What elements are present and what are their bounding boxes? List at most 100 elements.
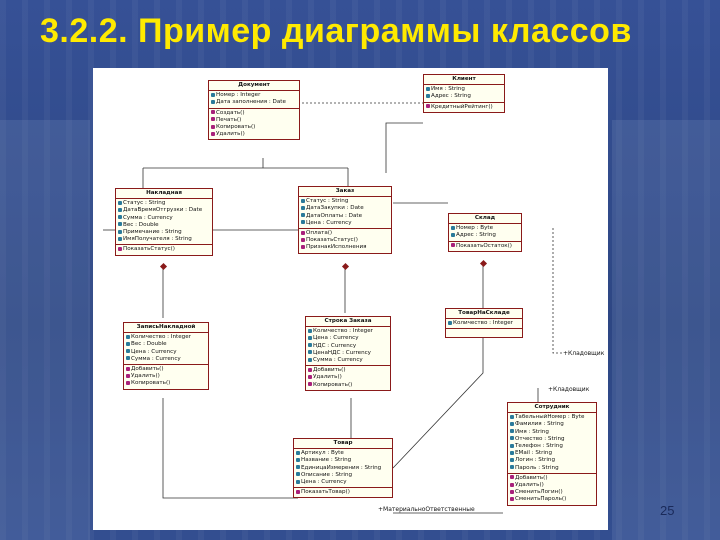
class-tovar[interactable]: Товар Артикул : Byte Название : String Е… bbox=[293, 438, 393, 498]
attribute-icon bbox=[451, 233, 455, 237]
operations-section: Добавить() Удалить() Копировать() bbox=[306, 366, 390, 390]
attribute-text: Статус : String bbox=[306, 198, 348, 204]
operation-text: Копировать() bbox=[313, 382, 352, 388]
attribute-text: Вес : Double bbox=[123, 222, 159, 228]
attribute-icon bbox=[126, 356, 130, 360]
attribute-text: Цена : Currency bbox=[301, 479, 347, 485]
operation-row: Копировать() bbox=[308, 382, 388, 389]
operation-text: Оплата() bbox=[306, 230, 332, 236]
attribute-row: ДатаЗакупки : Date bbox=[301, 205, 389, 212]
attribute-icon bbox=[308, 329, 312, 333]
class-diagram: Документ Номер : Integer Дата заполнения… bbox=[93, 68, 608, 530]
attributes-section: ТабельныйНомер : Byte Фамилия : String И… bbox=[508, 413, 596, 474]
operation-text: Удалить() bbox=[216, 131, 245, 137]
class-klient[interactable]: Клиент Имя : String Адрес : String Креди… bbox=[423, 74, 505, 113]
attribute-icon bbox=[211, 100, 215, 104]
operation-row: Добавить() bbox=[510, 475, 594, 482]
attribute-icon bbox=[126, 349, 130, 353]
class-name: Накладная bbox=[116, 189, 212, 199]
attribute-row: Сумма : Currency bbox=[118, 215, 210, 222]
attribute-row: Телефон : String bbox=[510, 443, 594, 450]
class-zapis-nakladnoy[interactable]: ЗаписьНакладной Количество : Integer Вес… bbox=[123, 322, 209, 390]
attribute-row: Описание : String bbox=[296, 472, 390, 479]
role-label-kladovshik-2: +Кладовщик bbox=[548, 386, 589, 393]
operation-row: Удалить() bbox=[510, 482, 594, 489]
operation-text: СменитьПароль() bbox=[515, 496, 566, 502]
attribute-icon bbox=[510, 451, 514, 455]
operation-text: ПризнакИсполнения bbox=[306, 244, 367, 250]
attribute-text: ИмяПолучателя : String bbox=[123, 236, 192, 242]
attribute-row: Статус : String bbox=[301, 198, 389, 205]
operation-text: Печать() bbox=[216, 117, 241, 123]
operation-text: ПоказатьСтатус() bbox=[123, 246, 175, 252]
attribute-text: Адрес : String bbox=[431, 93, 471, 99]
operation-icon bbox=[451, 243, 455, 247]
operation-icon bbox=[510, 483, 514, 487]
attribute-row: Отчество : String bbox=[510, 436, 594, 443]
attribute-row: Количество : Integer bbox=[308, 328, 388, 335]
class-tovar-na-sklade[interactable]: ТоварНаСкладе Количество : Integer bbox=[445, 308, 523, 338]
class-zakaz[interactable]: Заказ Статус : String ДатаЗакупки : Date… bbox=[298, 186, 392, 254]
class-name: Заказ bbox=[299, 187, 391, 197]
operation-row: Добавить() bbox=[126, 366, 206, 373]
attribute-text: Номер : Integer bbox=[216, 92, 260, 98]
attribute-row: ИмяПолучателя : String bbox=[118, 236, 210, 243]
attribute-icon bbox=[118, 201, 122, 205]
attribute-icon bbox=[296, 465, 300, 469]
attribute-icon bbox=[296, 451, 300, 455]
operation-text: КредитныйРейтинг() bbox=[431, 104, 493, 110]
operation-icon bbox=[301, 231, 305, 235]
operation-icon bbox=[126, 381, 130, 385]
background-building-left bbox=[0, 120, 90, 540]
attribute-text: ЕдиницаИзмерения : String bbox=[301, 465, 381, 471]
attribute-text: Артикул : Byte bbox=[301, 450, 344, 456]
attribute-text: ДатаОплаты : Date bbox=[306, 213, 362, 219]
attribute-row: Цена : Currency bbox=[126, 349, 206, 356]
class-dokument[interactable]: Документ Номер : Integer Дата заполнения… bbox=[208, 80, 300, 140]
operations-section: Оплата() ПоказатьСтатус() ПризнакИсполне… bbox=[299, 229, 391, 253]
slide-title: 3.2.2. Пример диаграммы классов bbox=[40, 12, 700, 58]
attribute-icon bbox=[296, 458, 300, 462]
operation-row: КредитныйРейтинг() bbox=[426, 104, 502, 111]
operation-row: Создать() bbox=[211, 110, 297, 117]
operation-icon bbox=[211, 117, 215, 121]
attribute-row: ЦенаНДС : Currency bbox=[308, 350, 388, 357]
operation-icon bbox=[211, 132, 215, 136]
operation-text: Добавить() bbox=[313, 367, 346, 373]
attribute-icon bbox=[510, 444, 514, 448]
attribute-icon bbox=[296, 480, 300, 484]
operation-text: Копировать() bbox=[216, 124, 255, 130]
class-sklad[interactable]: Склад Номер : Byte Адрес : String Показа… bbox=[448, 213, 522, 252]
attribute-row: Вес : Double bbox=[126, 341, 206, 348]
attribute-icon bbox=[308, 336, 312, 340]
operation-text: ПоказатьТовар() bbox=[301, 489, 350, 495]
operation-row: Печать() bbox=[211, 117, 297, 124]
association-line bbox=[393, 326, 483, 468]
attribute-row: Имя : String bbox=[510, 429, 594, 436]
operations-section: КредитныйРейтинг() bbox=[424, 103, 504, 112]
class-name: Документ bbox=[209, 81, 299, 91]
association-line bbox=[386, 123, 423, 173]
class-nakladnaya[interactable]: Накладная Статус : String ДатаВремяОтгру… bbox=[115, 188, 213, 256]
attribute-text: Название : String bbox=[301, 457, 351, 463]
attribute-row: Сумма : Currency bbox=[308, 357, 388, 364]
operation-icon bbox=[211, 110, 215, 114]
attribute-icon bbox=[308, 343, 312, 347]
attribute-text: Имя : String bbox=[431, 86, 465, 92]
class-sotrudnik[interactable]: Сотрудник ТабельныйНомер : Byte Фамилия … bbox=[507, 402, 597, 506]
class-name: ТоварНаСкладе bbox=[446, 309, 522, 319]
class-name: Строка Заказа bbox=[306, 317, 390, 327]
role-label-materialno-otvetstvennye: +МатериальноОтветственные bbox=[378, 506, 475, 513]
operations-section: ПоказатьОстаток() bbox=[449, 242, 521, 251]
attribute-text: Сумма : Currency bbox=[123, 215, 173, 221]
operation-text: ПоказатьСтатус() bbox=[306, 237, 358, 243]
attribute-icon bbox=[118, 208, 122, 212]
operation-row: Удалить() bbox=[211, 131, 297, 138]
operation-icon bbox=[301, 238, 305, 242]
class-stroka-zakaza[interactable]: Строка Заказа Количество : Integer Цена … bbox=[305, 316, 391, 391]
attribute-text: Описание : String bbox=[301, 472, 352, 478]
attribute-icon bbox=[451, 226, 455, 230]
attribute-icon bbox=[301, 199, 305, 203]
operations-section: ПоказатьСтатус() bbox=[116, 245, 212, 254]
attribute-row: Цена : Currency bbox=[301, 220, 389, 227]
